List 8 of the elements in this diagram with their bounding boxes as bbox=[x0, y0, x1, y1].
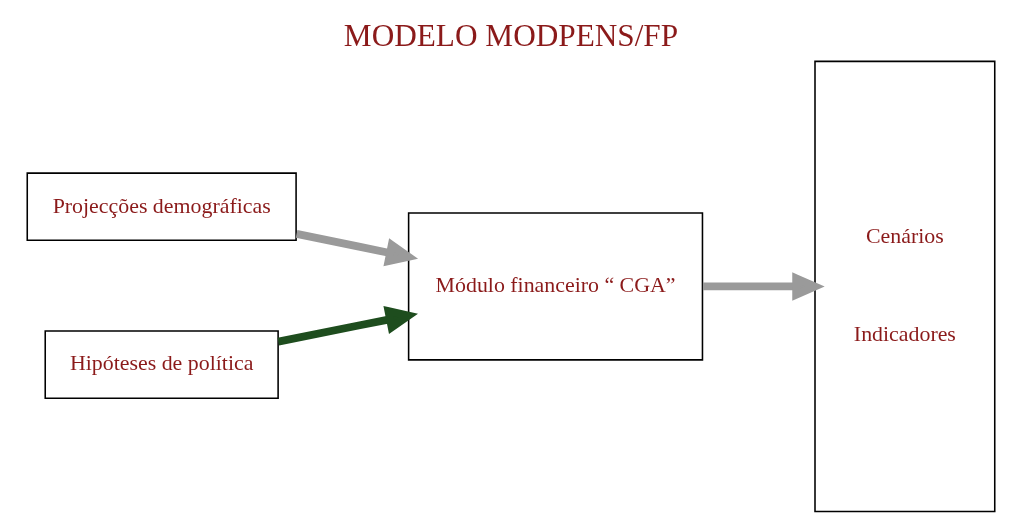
arrow bbox=[277, 306, 418, 346]
node-box: Projecções demográficas bbox=[26, 172, 297, 242]
node-box: Cenários Indicadores bbox=[814, 60, 996, 513]
arrow bbox=[295, 230, 419, 267]
node-box: Hipóteses de política bbox=[44, 330, 279, 399]
arrow bbox=[702, 272, 825, 301]
node-box: Módulo financeiro “ CGA” bbox=[407, 212, 704, 361]
diagram-title: MODELO MODPENS/FP bbox=[343, 17, 679, 53]
